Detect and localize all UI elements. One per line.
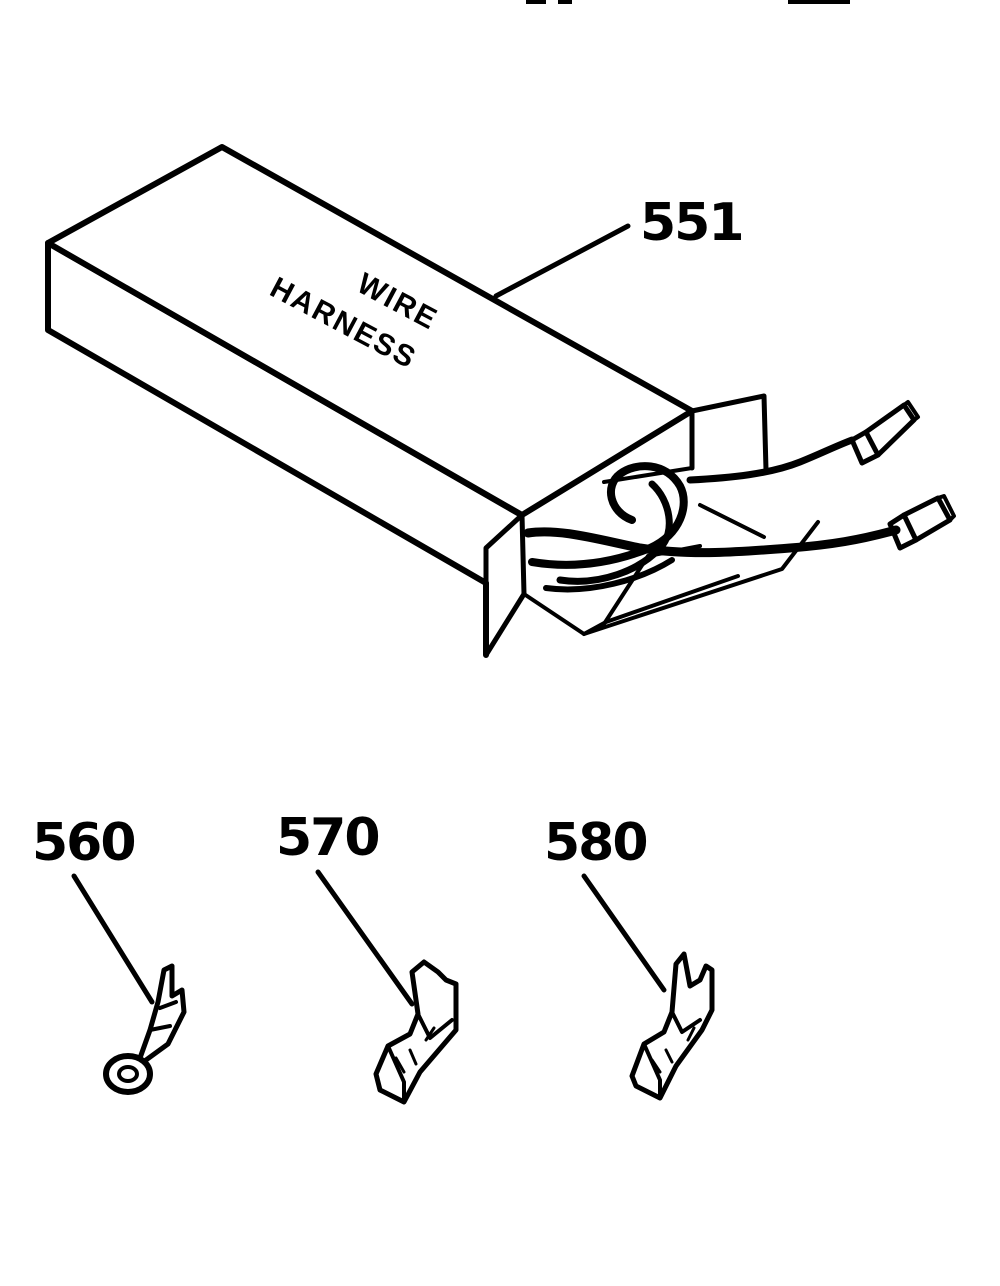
leader-line-551 xyxy=(493,223,631,299)
part-label-570: 570 xyxy=(276,808,379,868)
part-label-580: 580 xyxy=(544,813,647,873)
flag-terminal xyxy=(373,959,459,1105)
part-label-560: 560 xyxy=(32,813,135,873)
leader-line-560 xyxy=(71,873,155,1005)
wire-harness-box: WIRE HARNESS xyxy=(45,144,956,658)
leader-line-580 xyxy=(581,873,667,993)
ring-terminal xyxy=(103,963,187,1095)
spade-terminal xyxy=(629,951,715,1101)
part-label-551: 551 xyxy=(640,193,743,253)
cropped-top-marks xyxy=(526,0,850,4)
leader-line-570 xyxy=(315,869,415,1007)
